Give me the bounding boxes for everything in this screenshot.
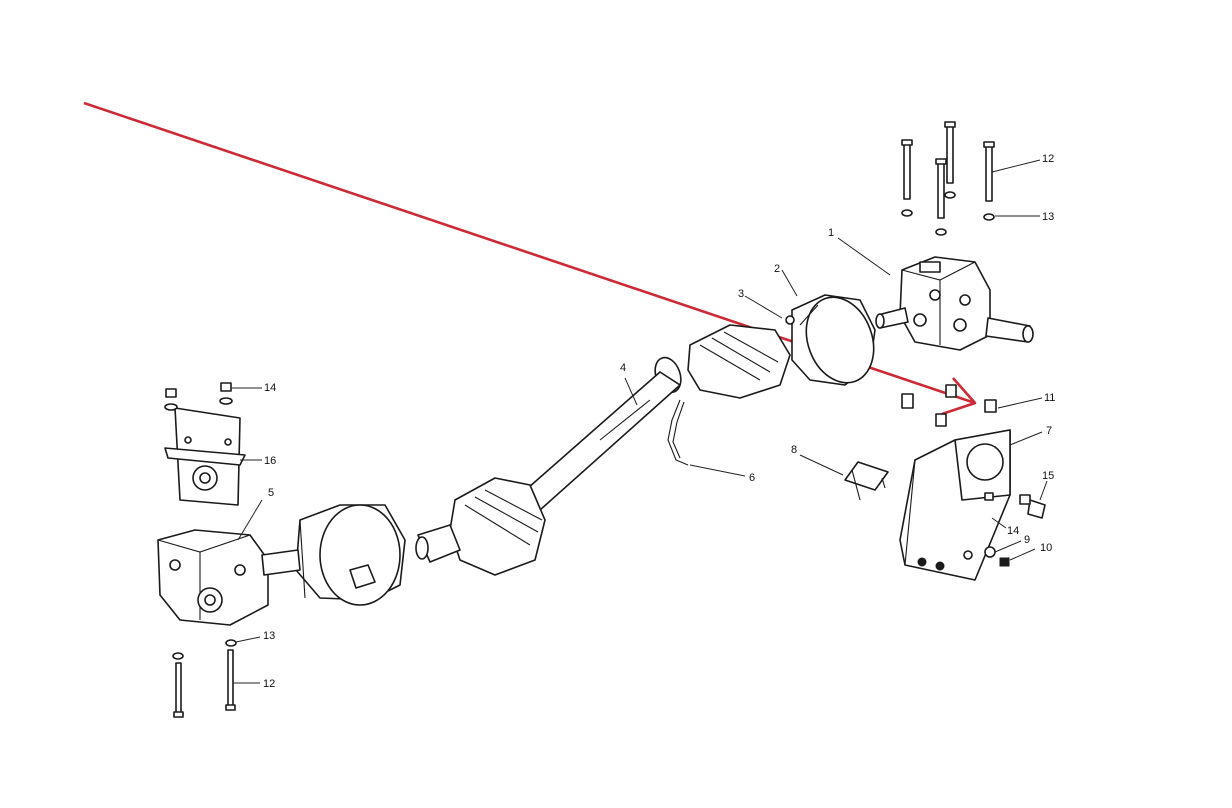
left-mounting-plate [164, 407, 246, 506]
callout-5: 5 [268, 487, 274, 499]
callout-7: 7 [1046, 425, 1052, 437]
callout-3: 3 [738, 288, 744, 300]
shaft-guard-cone-right [785, 294, 876, 386]
callout-12-top: 12 [1042, 153, 1054, 165]
leader-lines [232, 159, 1048, 684]
hex-bolt-15 [1019, 494, 1046, 519]
callout-2: 2 [774, 263, 780, 275]
top-bolts-12 [901, 121, 995, 219]
callout-12-bottom: 12 [263, 678, 275, 690]
callout-14-left: 14 [264, 382, 276, 394]
pto-drive-shaft [415, 324, 791, 576]
callout-15: 15 [1042, 470, 1054, 482]
callout-11: 11 [1044, 392, 1055, 404]
callout-9: 9 [1024, 534, 1030, 546]
right-gearbox [875, 256, 1034, 351]
callout-14-right: 14 [1007, 525, 1019, 537]
shaft-guard-cone-left [295, 504, 406, 606]
callout-labels: 1 2 3 4 5 6 7 8 9 10 11 12 12 13 13 14 1… [263, 153, 1055, 690]
callout-6: 6 [749, 472, 755, 484]
callout-13-bottom: 13 [263, 630, 275, 642]
u-bolt [844, 461, 889, 501]
callout-8: 8 [791, 444, 797, 456]
top-washers-13 [901, 191, 995, 236]
bottom-washers-13 [172, 639, 237, 660]
nut-10 [999, 557, 1010, 567]
washer-9 [984, 546, 996, 558]
left-nuts-14 [164, 382, 233, 411]
callout-13-top: 13 [1042, 211, 1054, 223]
right-mounting-bracket [899, 429, 1011, 581]
bushings-11 [901, 384, 997, 427]
callout-4: 4 [620, 362, 626, 374]
left-gearbox [157, 529, 301, 626]
callout-10: 10 [1040, 542, 1052, 554]
callout-1: 1 [828, 227, 834, 239]
callout-16: 16 [264, 455, 276, 467]
safety-chain [667, 399, 689, 466]
bottom-bolts-12 [173, 649, 236, 718]
